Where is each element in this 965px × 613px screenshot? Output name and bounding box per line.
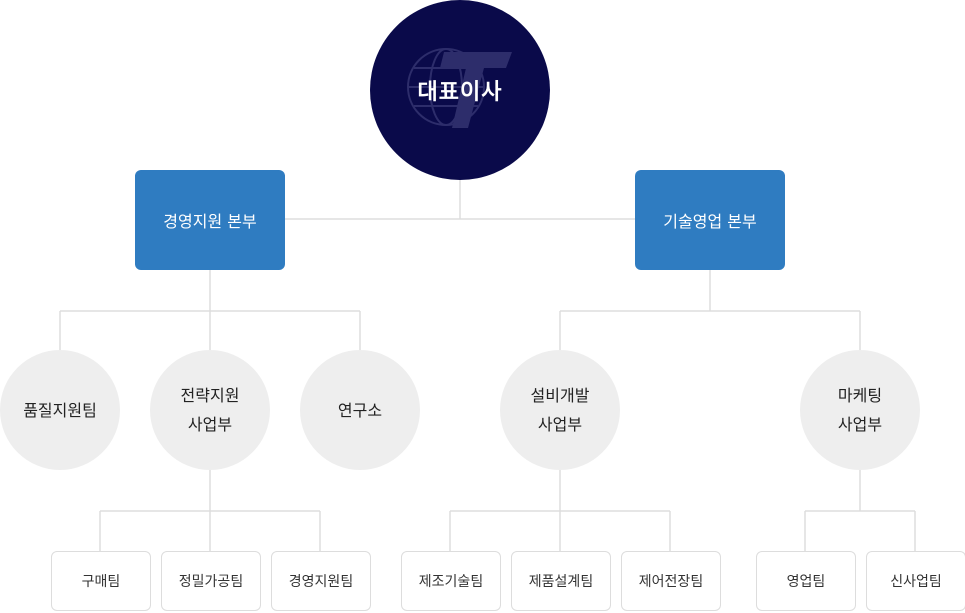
management-support-division: 경영지원 본부 — [135, 170, 285, 270]
manufacturing-tech-team: 제조기술팀 — [401, 551, 501, 611]
quality-support-team: 품질지원팀 — [0, 350, 120, 470]
purchasing-team: 구매팀 — [51, 551, 151, 611]
product-design-team: 제품설계팀 — [511, 551, 611, 611]
ceo-label: 대표이사 — [417, 80, 503, 105]
equipment-development-unit: 설비개발 사업부 — [500, 350, 620, 470]
tech-sales-division: 기술영업 본부 — [635, 170, 785, 270]
research-lab: 연구소 — [300, 350, 420, 470]
globe-logo-icon — [407, 48, 512, 128]
control-electrical-team: 제어전장팀 — [621, 551, 721, 611]
management-support-team: 경영지원팀 — [271, 551, 371, 611]
new-business-team: 신사업팀 — [866, 551, 965, 611]
ceo-node: 대표이사 — [370, 0, 550, 180]
precision-machining-team: 정밀가공팀 — [161, 551, 261, 611]
strategy-support-unit: 전략지원 사업부 — [150, 350, 270, 470]
marketing-unit: 마케팅 사업부 — [800, 350, 920, 470]
sales-team: 영업팀 — [756, 551, 856, 611]
